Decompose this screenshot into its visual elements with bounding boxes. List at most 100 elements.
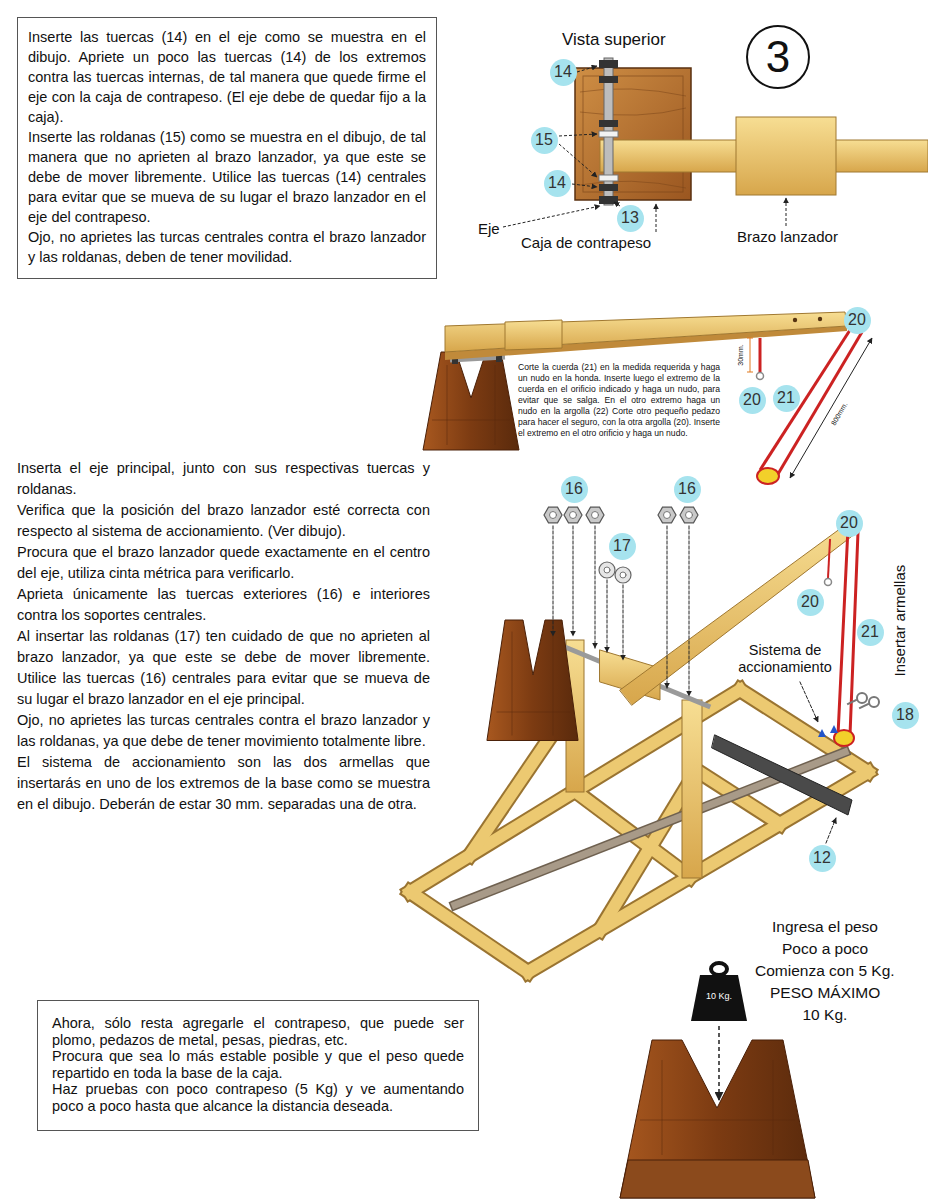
- catapult-frame-part: [620, 520, 860, 705]
- instruction-box: Ahora, sólo resta agregarle el contrapes…: [37, 1000, 479, 1131]
- arm-assembly-part: [747, 338, 753, 339]
- callout-number: 20: [836, 510, 863, 537]
- callout-number: 14: [544, 170, 571, 197]
- arm-assembly-part: [750, 338, 751, 372]
- callout-number: 15: [531, 127, 558, 154]
- catapult-frame-part: [818, 729, 826, 737]
- top-view-part-part: [503, 206, 600, 227]
- top-view-part: [599, 76, 618, 83]
- catapult-frame-part-part: [667, 526, 668, 688]
- callout-number: 13: [617, 205, 644, 232]
- catapult-frame-part: [848, 700, 856, 704]
- callout-number: 20: [844, 307, 871, 334]
- weight-symbol: 10 Kg.: [690, 960, 748, 1022]
- instruction-text: Ojo, no aprietes las turcas centrales co…: [17, 710, 430, 752]
- catapult-frame-part: [682, 700, 702, 878]
- catapult-frame-part: [712, 735, 852, 815]
- catapult-frame-part: [553, 526, 836, 843]
- catapult-frame-part: [857, 693, 867, 703]
- node-text: Ahora, sólo resta agregarle el contrapes…: [52, 1015, 464, 1048]
- instruction-text: Procura que el brazo lanzador quede exac…: [17, 542, 430, 584]
- top-view-part: [583, 76, 683, 192]
- arm-assembly-part: [505, 320, 562, 350]
- top-view-part: [575, 68, 691, 200]
- top-view-part: [599, 131, 618, 137]
- catapult-frame-part: [825, 579, 832, 586]
- instruction-box: Inserte las tuercas (14) en el eje como …: [17, 17, 437, 279]
- instruction-text: El sistema de accionamiento son las dos …: [17, 752, 430, 815]
- top-view-part-part: [559, 134, 597, 136]
- instruction-text: Verifica que la posición del brazo lanza…: [17, 500, 430, 542]
- weight-handle: [711, 963, 727, 975]
- instruction-text: Inserta el eje principal, junto con sus …: [17, 458, 430, 500]
- arm-assembly-part: [757, 373, 764, 380]
- arm-assembly-part: [757, 468, 779, 484]
- catapult-frame-part: [680, 507, 698, 523]
- catapult-frame-part-part: [600, 785, 688, 930]
- arm-assembly-part: [760, 330, 850, 470]
- weight-box: [620, 1026, 815, 1198]
- catapult-frame-part: [869, 697, 879, 707]
- callout-number: 16: [674, 476, 701, 503]
- catapult-frame-part: [544, 507, 562, 523]
- weight-note: Comienza con 5 Kg.: [755, 962, 895, 980]
- catapult-frame-part: [838, 528, 848, 735]
- catapult-frame: [410, 507, 879, 972]
- callout-number: 21: [857, 619, 884, 646]
- catapult-frame-part-part: [826, 818, 836, 843]
- weight-note: 10 Kg.: [803, 1006, 848, 1024]
- catapult-frame-part: [860, 704, 868, 708]
- top-view-part-part: [656, 204, 657, 232]
- catapult-frame-part: [615, 567, 631, 583]
- top-view-part: [580, 89, 686, 188]
- callout-number: 20: [797, 589, 824, 616]
- top-view-part: [503, 66, 786, 232]
- arm-assembly-part: [793, 318, 797, 322]
- catapult-frame-part-part: [573, 526, 574, 636]
- node-text: 3: [766, 35, 790, 79]
- top-view-part-part: [572, 184, 597, 187]
- catapult-frame-part: [487, 620, 578, 740]
- node-text: Haz pruebas con poco contrapeso (5 Kg) y…: [52, 1081, 464, 1114]
- catapult-frame-part-part: [607, 580, 608, 652]
- arm-assembly-part: [747, 372, 753, 373]
- part-name: Eje: [478, 220, 500, 237]
- weight-box-part: [620, 1040, 815, 1198]
- top-view-part-part: [786, 198, 787, 226]
- weight-box-part: [640, 1060, 795, 1155]
- catapult-frame-part-part: [800, 682, 818, 722]
- dimension: 800mm.: [829, 400, 850, 428]
- top-view-part: [599, 184, 618, 191]
- arm-assembly-part: [818, 317, 822, 321]
- node-text: Ojo, no aprietes las turcas centrales co…: [28, 227, 426, 267]
- arm-assembly: [423, 312, 872, 484]
- catapult-frame-part-part: [623, 585, 624, 660]
- weight-box-part: [718, 1026, 720, 1100]
- top-view-part: [599, 120, 618, 127]
- callout-number: 18: [892, 702, 919, 729]
- weight-note: Ingresa el peso: [772, 918, 878, 936]
- catapult-frame-part: [830, 725, 838, 733]
- weight-body: [691, 975, 747, 1021]
- catapult-frame-part-part: [689, 526, 690, 696]
- top-view-part: [736, 117, 836, 195]
- callout-number: 14: [550, 59, 577, 86]
- top-view-part-part: [614, 202, 620, 206]
- callout-number: 20: [739, 387, 766, 414]
- catapult-frame-part: [564, 507, 582, 523]
- top-view-part: [599, 175, 618, 181]
- instruction-text: Al insertar las roldanas (17) ten cuidad…: [17, 626, 430, 710]
- callout-number: 17: [609, 533, 636, 560]
- arm-assembly-part: [445, 312, 847, 352]
- note-text: Corte la cuerda (21) en la medida requer…: [518, 362, 720, 439]
- step-number: 3: [746, 25, 810, 89]
- catapult-frame-part: [599, 562, 615, 578]
- catapult-frame-part: [497, 632, 570, 735]
- callout-number: 12: [809, 845, 836, 872]
- view-title: Vista superior: [562, 30, 666, 50]
- catapult-frame-part: [586, 507, 604, 523]
- top-view: [503, 58, 928, 232]
- node-text: Inserte las roldanas (15) como se muestr…: [28, 127, 426, 227]
- catapult-frame-part-part: [595, 526, 596, 648]
